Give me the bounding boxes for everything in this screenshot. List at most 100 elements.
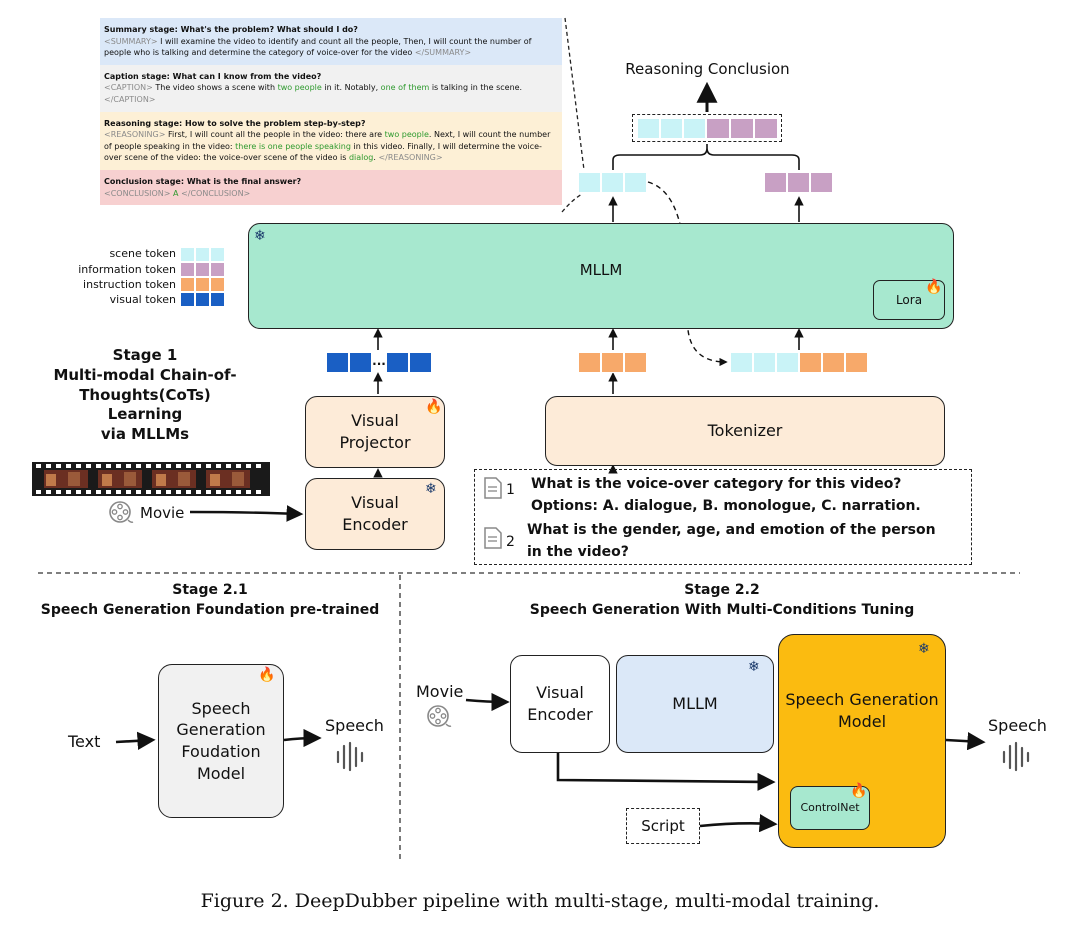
- visual-encoder-block: Visual Encoder: [305, 478, 445, 550]
- cot-panel: Summary stage: What's the problem? What …: [100, 18, 562, 206]
- scene-token: [753, 352, 776, 373]
- information-token: [810, 172, 833, 193]
- legend-instruction-label: instruction token: [83, 278, 176, 291]
- visual-token: [349, 352, 372, 373]
- legend-information-label: information token: [78, 263, 176, 276]
- visual-encoder-label: Visual Encoder: [342, 493, 408, 534]
- caption-text-1: The video shows a scene with: [152, 83, 278, 93]
- caption-text-3: is talking in the scene.: [429, 83, 523, 93]
- reasoning-conclusion-label: Reasoning Conclusion: [625, 60, 790, 78]
- reasoning-text-1: First, I will count all the people in th…: [165, 130, 385, 140]
- script-label: Script: [641, 816, 685, 835]
- question-2-line-2: in the video?: [527, 544, 629, 560]
- flame-icon: 🔥: [850, 783, 868, 799]
- question-box: [474, 469, 972, 565]
- sound-wave-icon: [1002, 741, 1030, 772]
- caption-text-2: in it. Notably,: [321, 83, 381, 93]
- snowflake-icon: ❄: [425, 481, 437, 497]
- information-token: [730, 118, 754, 139]
- film-reel-icon: [109, 501, 134, 523]
- caption-highlight-2: one of them: [380, 83, 430, 93]
- question-number-1: 1: [506, 482, 515, 498]
- stage1-title: Stage 1 Multi-modal Chain-of- Thoughts(C…: [53, 346, 237, 444]
- movie-to-encoder-arrow: [189, 505, 304, 522]
- stage21-title: Stage 2.1 Speech Generation Foundation p…: [40, 582, 380, 619]
- instruction-token: [799, 352, 822, 373]
- scene-token: [660, 118, 683, 139]
- merge-bracket: [612, 147, 800, 170]
- reasoning-highlight-2: there is one people speaking: [235, 141, 351, 151]
- reasoning-text-2: . Next, I will count the number of peopl…: [104, 130, 551, 151]
- question-1-line-1: What is the voice-over category for this…: [531, 476, 902, 492]
- reasoning-text-3: in this video. Finally, I will determine…: [104, 141, 542, 163]
- instruction-token: [624, 352, 647, 373]
- cot-conclusion-body: <CONCLUSION> A </CONCLUSION>: [104, 188, 558, 200]
- instruction-token: [845, 352, 868, 373]
- mllm-label: MLLM: [579, 260, 623, 279]
- question-1-line-2: Options: A. dialogue, B. monologue, C. n…: [531, 498, 921, 514]
- script-block: Script: [626, 808, 700, 844]
- document-question-icon: [484, 527, 502, 549]
- legend-scene-swatch: [210, 247, 225, 262]
- tokenizer-label: Tokenizer: [707, 421, 783, 441]
- cot-conclusion-stage: Conclusion stage: What is the final answ…: [100, 169, 562, 206]
- scene-token: [601, 172, 624, 193]
- visual-projector-label: Visual Projector: [339, 411, 411, 452]
- cot-reasoning-stage: Reasoning stage: How to solve the proble…: [100, 111, 562, 170]
- summary-text: I will examine the video to identify and…: [104, 36, 532, 58]
- cot-conclusion-head: Conclusion stage: What is the final answ…: [104, 176, 302, 186]
- cot-caption-body: <CAPTION> The video shows a scene with t…: [104, 82, 558, 105]
- flame-icon: 🔥: [925, 279, 943, 295]
- scene-token: [683, 118, 706, 139]
- visual-encoder-2-block: Visual Encoder: [510, 655, 610, 753]
- scene-token: [637, 118, 660, 139]
- legend-visual-swatch: [180, 292, 195, 307]
- instruction-token: [578, 352, 601, 373]
- visual-token: [386, 352, 409, 373]
- instruction-token: [601, 352, 624, 373]
- visual-encoder-2-label: Visual Encoder: [527, 683, 593, 724]
- legend-information-swatch: [195, 262, 210, 277]
- stage22-title: Stage 2.2 Speech Generation With Multi-C…: [529, 582, 915, 619]
- callout-line-bottom: [561, 193, 583, 213]
- summary-open-tag: <SUMMARY>: [104, 36, 158, 46]
- cot-reasoning-head: Reasoning stage: How to solve the proble…: [104, 118, 366, 128]
- legend-scene-swatch: [195, 247, 210, 262]
- reasoning-highlight-3: dialog: [348, 153, 374, 163]
- film-strip: [32, 462, 270, 496]
- instruction-token: [822, 352, 845, 373]
- question-number-2: 2: [506, 534, 515, 550]
- conclusion-close-tag: </CONCLUSION>: [181, 188, 251, 198]
- movie-input-label: Movie: [416, 682, 464, 701]
- lora-label: Lora: [895, 292, 923, 307]
- sound-wave-icon: [336, 741, 364, 772]
- text-to-model-arrow: [115, 731, 156, 750]
- speech-generation-model-label: Speech Generation Model: [785, 690, 939, 731]
- caption-open-tag: <CAPTION>: [104, 83, 153, 93]
- scene-token: [730, 352, 753, 373]
- visual-token-ellipsis: ...: [372, 354, 386, 368]
- reasoning-open-tag: <REASONING>: [104, 130, 166, 140]
- information-token: [787, 172, 810, 193]
- snowflake-icon: ❄: [254, 228, 266, 244]
- controlnet-block: ControlNet: [790, 786, 870, 830]
- reasoning-text-4: .: [373, 153, 379, 163]
- scene-token: [578, 172, 601, 193]
- flame-icon: 🔥: [425, 399, 443, 415]
- flame-icon: 🔥: [258, 667, 276, 683]
- reasoning-highlight-1: two people: [384, 130, 429, 140]
- legend-scene-label: scene token: [109, 247, 176, 260]
- summary-close-tag: </SUMMARY>: [414, 48, 472, 58]
- speechmodel-to-speech-arrow: [945, 732, 986, 751]
- legend-visual-swatch: [210, 292, 225, 307]
- legend-instruction-swatch: [180, 277, 195, 292]
- script-to-controlnet-arrow: [699, 814, 778, 833]
- controlnet-label: ControlNet: [800, 800, 860, 814]
- movie-label: Movie: [140, 504, 185, 522]
- tokenizer-block: Tokenizer: [545, 396, 945, 466]
- snowflake-icon: ❄: [748, 659, 760, 675]
- cot-caption-stage: Caption stage: What can I know from the …: [100, 64, 562, 112]
- lora-block: Lora: [873, 280, 945, 320]
- film-reel-icon: [427, 705, 452, 727]
